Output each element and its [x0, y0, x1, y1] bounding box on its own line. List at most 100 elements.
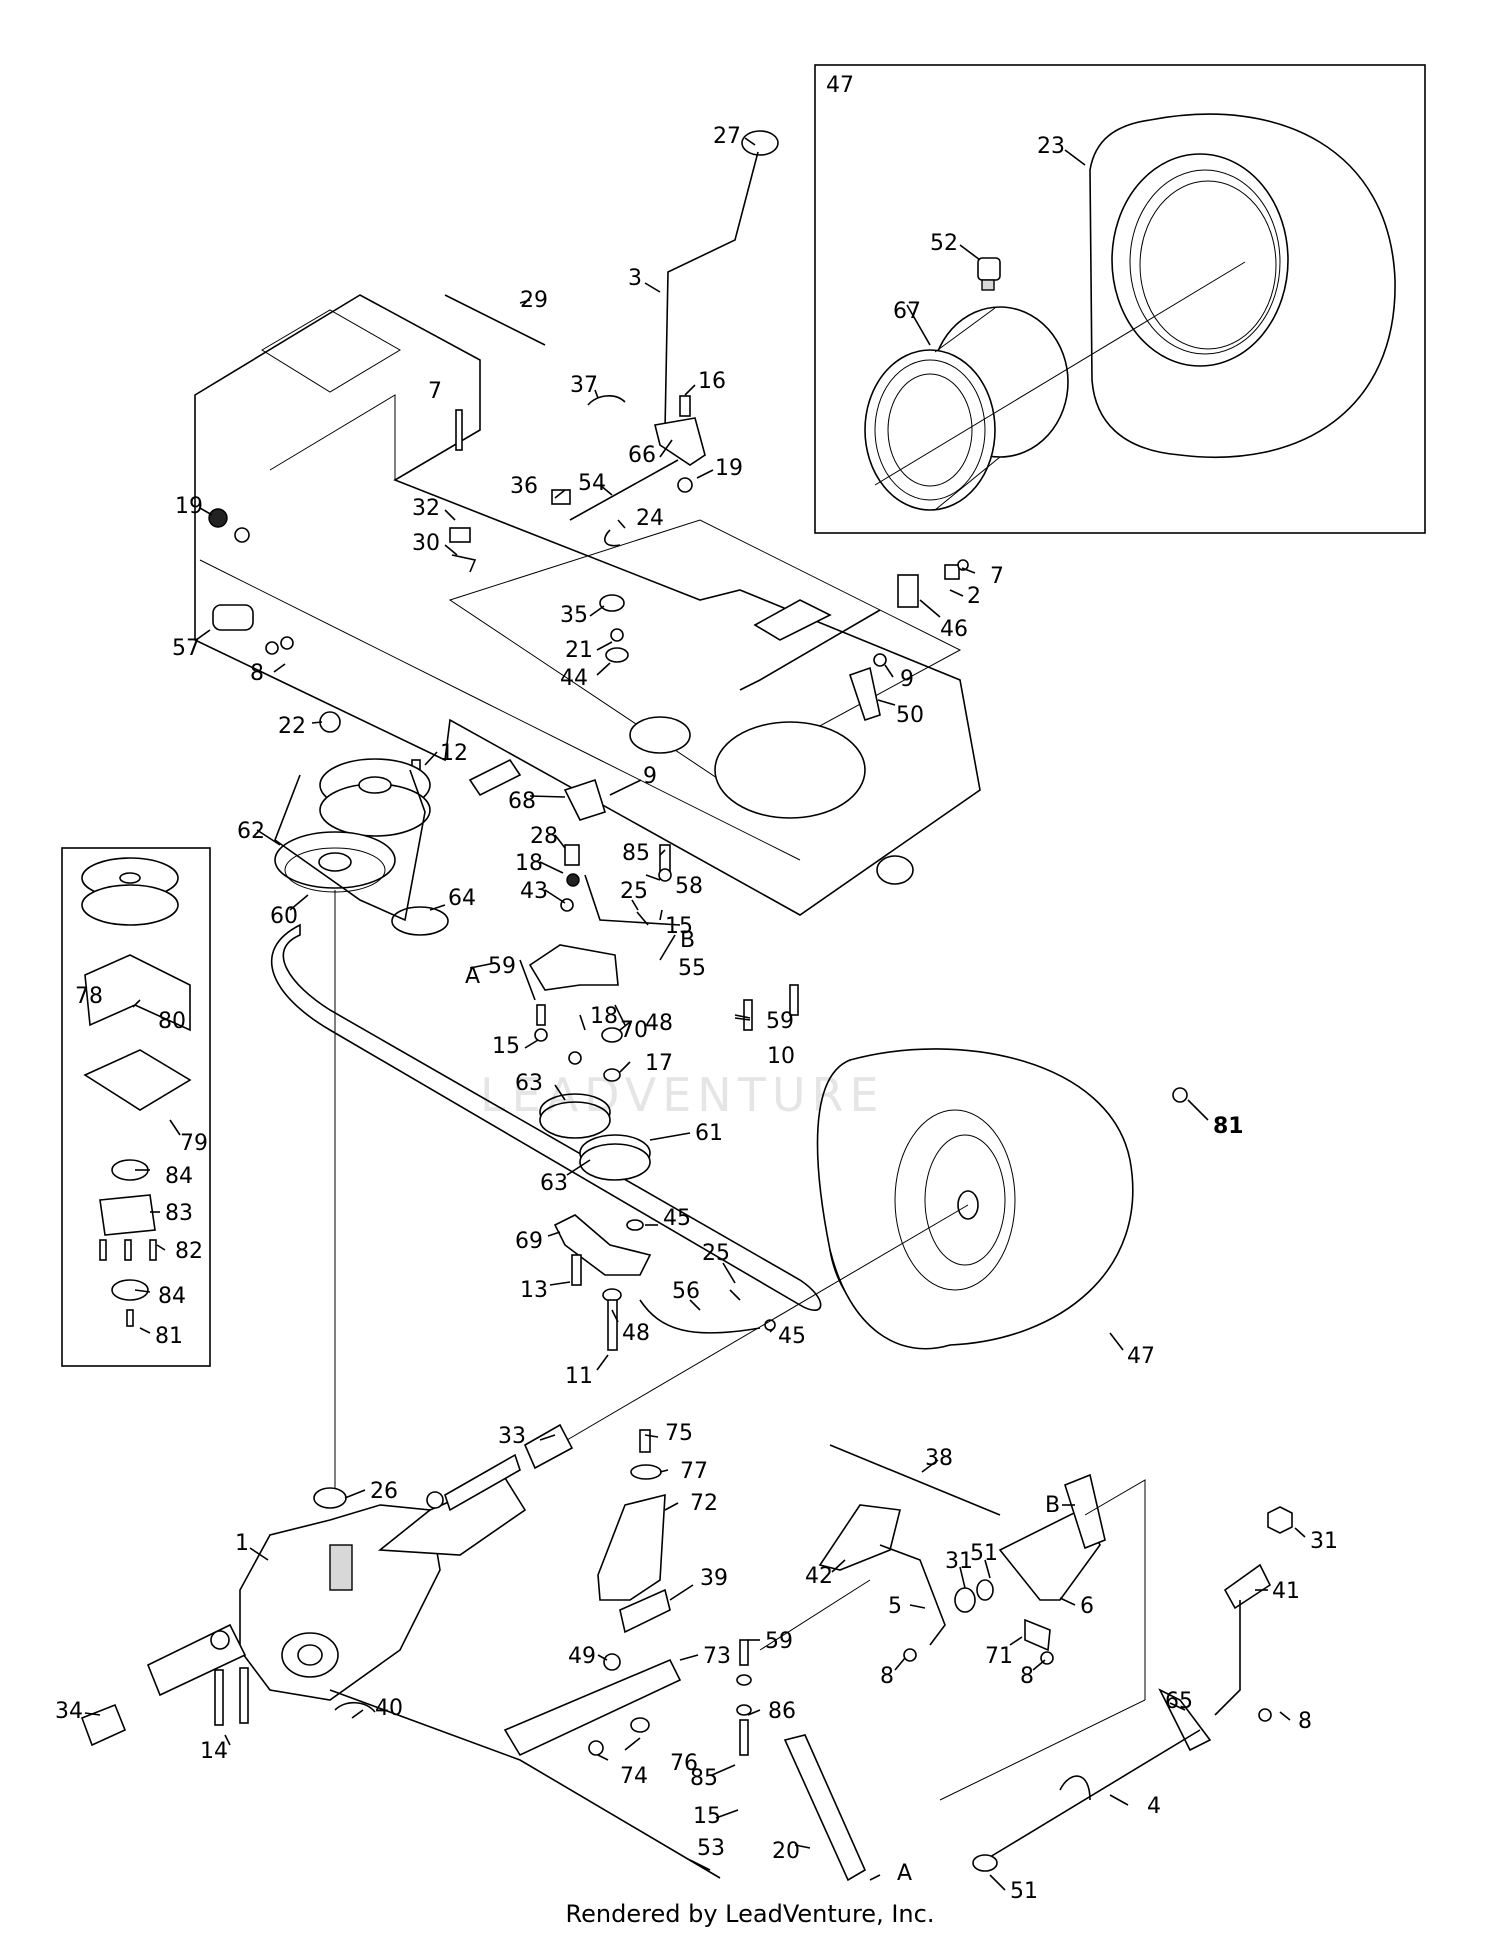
callout-59a: 59 — [488, 954, 516, 979]
spring-39 — [619, 1588, 671, 1634]
rear-rim-67 — [864, 306, 1069, 511]
bracket-79 — [83, 1049, 192, 1111]
callout-80: 80 — [158, 1009, 186, 1034]
callout-15c: 15 — [693, 1804, 721, 1829]
spring-38 — [829, 1444, 1001, 1516]
callout-29: 29 — [520, 288, 548, 313]
callout-78: 78 — [75, 984, 103, 1009]
callout-9a: 9 — [900, 667, 914, 692]
callout-61: 61 — [695, 1121, 723, 1146]
clip-71 — [1024, 1618, 1051, 1652]
idler-pulley-63b — [579, 1134, 651, 1181]
callout-85b: 85 — [690, 1766, 718, 1791]
callout-70: 70 — [620, 1018, 648, 1043]
callout-5: 5 — [888, 1594, 902, 1619]
rod-56 — [639, 1299, 761, 1334]
callout-68: 68 — [508, 789, 536, 814]
callout-8d: 8 — [1298, 1709, 1312, 1734]
callout-58: 58 — [675, 874, 703, 899]
callout-41: 41 — [1272, 1579, 1300, 1604]
idler-64 — [391, 906, 449, 936]
pulley-inset — [61, 847, 211, 1367]
callout-30: 30 — [412, 531, 440, 556]
callout-34: 34 — [55, 1699, 83, 1724]
clip-32 — [449, 527, 471, 543]
idler-pulley-63a — [539, 1093, 611, 1139]
callout-60: 60 — [270, 904, 298, 929]
callout-54: 54 — [578, 471, 606, 496]
callout-B1: B — [680, 928, 695, 953]
callout-81b: 81 — [155, 1324, 183, 1349]
callout-22: 22 — [278, 714, 306, 739]
spacer-58 — [659, 844, 671, 872]
frame-left-hardware — [208, 409, 477, 655]
callout-72: 72 — [690, 1491, 718, 1516]
transaxle-1 — [146, 1453, 527, 1726]
callout-20: 20 — [772, 1839, 800, 1864]
callout-18a: 18 — [515, 851, 543, 876]
callout-59b: 59 — [766, 1009, 794, 1034]
leader-lines — [84, 137, 1306, 1891]
bearing-housing-83 — [99, 1194, 156, 1236]
callout-9b: 9 — [643, 764, 657, 789]
callout-31a: 31 — [945, 1549, 973, 1574]
callout-21: 21 — [565, 638, 593, 663]
chassis-frame — [194, 294, 981, 916]
bolt-13 — [571, 1254, 582, 1286]
callout-24: 24 — [636, 506, 664, 531]
spring-30 — [451, 554, 477, 573]
callout-47b: 47 — [1127, 1344, 1155, 1369]
callout-85a: 85 — [622, 841, 650, 866]
bracket-73 — [503, 1658, 682, 1757]
callout-46: 46 — [940, 617, 968, 642]
bracket-2 — [944, 564, 960, 580]
shift-rod-54 — [569, 459, 679, 521]
bracket-66 — [654, 417, 706, 466]
callout-7a: 7 — [428, 379, 442, 404]
mounting-brackets — [503, 1429, 871, 1882]
callout-12: 12 — [440, 741, 468, 766]
callout-8c: 8 — [1020, 1664, 1034, 1689]
belt-61 — [271, 923, 822, 1311]
callout-14: 14 — [200, 1739, 228, 1764]
callout-6: 6 — [1080, 1594, 1094, 1619]
callout-53: 53 — [697, 1836, 725, 1861]
callout-27: 27 — [713, 124, 741, 149]
callout-3: 3 — [628, 266, 642, 291]
callout-40: 40 — [375, 1696, 403, 1721]
callout-52: 52 — [930, 231, 958, 256]
cross-shaft-4 — [984, 1729, 1201, 1861]
callout-51a: 51 — [970, 1541, 998, 1566]
nut-22 — [319, 711, 341, 733]
nut-31b — [1267, 1506, 1293, 1534]
callout-28: 28 — [530, 824, 558, 849]
callout-11: 11 — [565, 1364, 593, 1389]
axle-parts — [80, 1423, 721, 1879]
bracket-69 — [553, 1214, 652, 1276]
footer-credit: Rendered by LeadVenture, Inc. — [565, 1900, 935, 1928]
callout-71: 71 — [985, 1644, 1013, 1669]
valve-stem-52 — [977, 257, 1001, 291]
callout-69: 69 — [515, 1229, 543, 1254]
callout-10: 10 — [767, 1044, 795, 1069]
callout-B2: B — [1045, 1493, 1060, 1518]
bracket-50 — [848, 666, 881, 722]
callout-73: 73 — [703, 1644, 731, 1669]
callout-84a: 84 — [165, 1164, 193, 1189]
shift-knob-27 — [741, 130, 779, 156]
bushing-34 — [80, 1703, 127, 1747]
callout-64: 64 — [448, 886, 476, 911]
callout-75: 75 — [665, 1421, 693, 1446]
callout-1: 1 — [235, 1531, 249, 1556]
callout-67: 67 — [893, 299, 921, 324]
callout-81a: 81 — [1213, 1114, 1244, 1139]
idler-arm-assembly — [528, 778, 799, 1082]
callout-83: 83 — [165, 1201, 193, 1226]
callout-51b: 51 — [1010, 1879, 1038, 1904]
callout-36: 36 — [510, 474, 538, 499]
callout-63a: 63 — [515, 1071, 543, 1096]
callout-25b: 25 — [702, 1241, 730, 1266]
callout-82: 82 — [175, 1239, 203, 1264]
rod-53 — [329, 1689, 721, 1879]
callout-17: 17 — [645, 1051, 673, 1076]
